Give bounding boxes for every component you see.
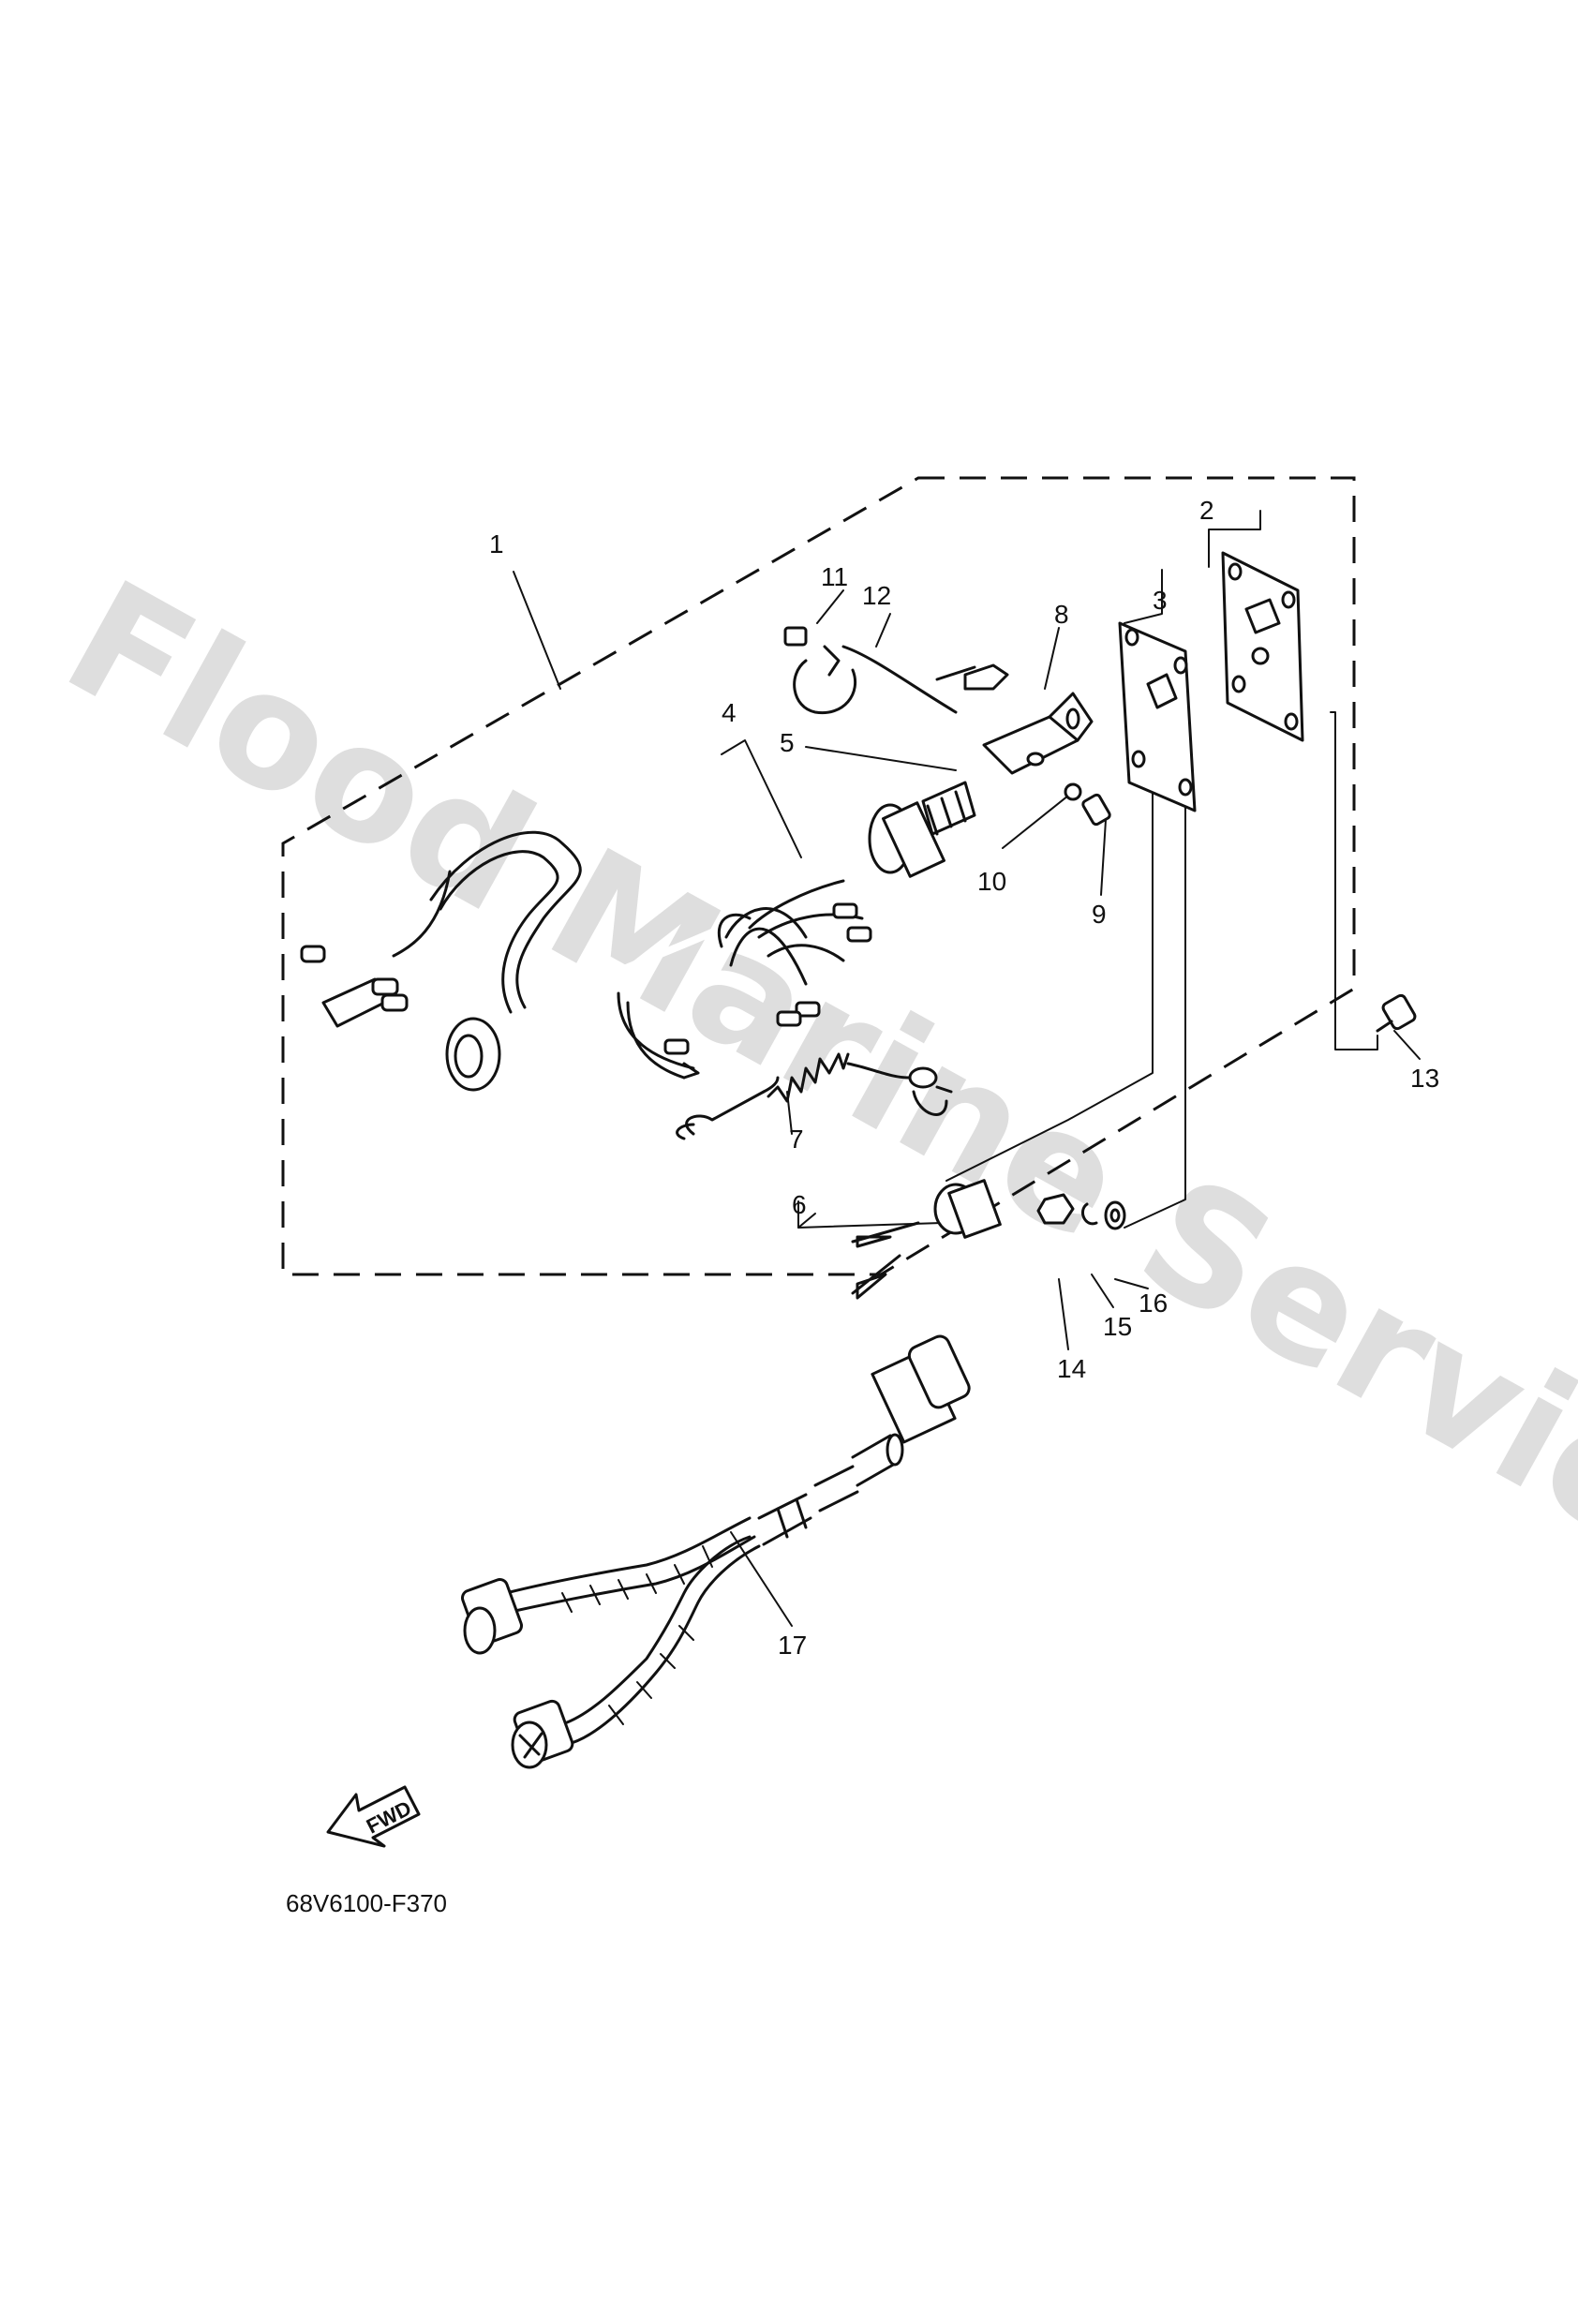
extension-harness — [461, 1334, 971, 1769]
callout-5: 5 — [780, 728, 795, 757]
callout-17: 17 — [778, 1631, 807, 1660]
callout-labels: 1 2 3 4 5 6 7 8 9 10 11 12 13 14 15 16 1… — [489, 496, 1439, 1660]
callout-6: 6 — [792, 1190, 807, 1219]
callout-4: 4 — [722, 698, 737, 727]
callout-3: 3 — [1153, 586, 1168, 615]
emergency-stop-lanyard — [676, 1052, 1002, 1300]
callout-12: 12 — [862, 581, 891, 610]
callout-16: 16 — [1139, 1289, 1168, 1318]
callout-15: 15 — [1103, 1312, 1132, 1341]
callout-8: 8 — [1054, 600, 1069, 629]
main-harness — [300, 781, 976, 1092]
callout-2: 2 — [1199, 496, 1214, 525]
bracket-hardware — [783, 626, 1111, 827]
fwd-arrow-icon: FWD — [326, 1785, 421, 1848]
callout-10: 10 — [977, 867, 1006, 896]
callout-11: 11 — [821, 562, 848, 591]
callout-9: 9 — [1092, 900, 1107, 929]
callout-1: 1 — [489, 529, 504, 559]
diagram-code: 68V6100-F370 — [286, 1889, 447, 1917]
callout-7: 7 — [789, 1125, 804, 1154]
callout-14: 14 — [1057, 1354, 1086, 1383]
watermark: Flood Marine Services — [37, 546, 1578, 1671]
panel-plates — [1118, 551, 1304, 812]
assembly-boundary — [281, 476, 1356, 1276]
loose-hardware — [1036, 993, 1417, 1230]
callout-13: 13 — [1410, 1064, 1439, 1093]
